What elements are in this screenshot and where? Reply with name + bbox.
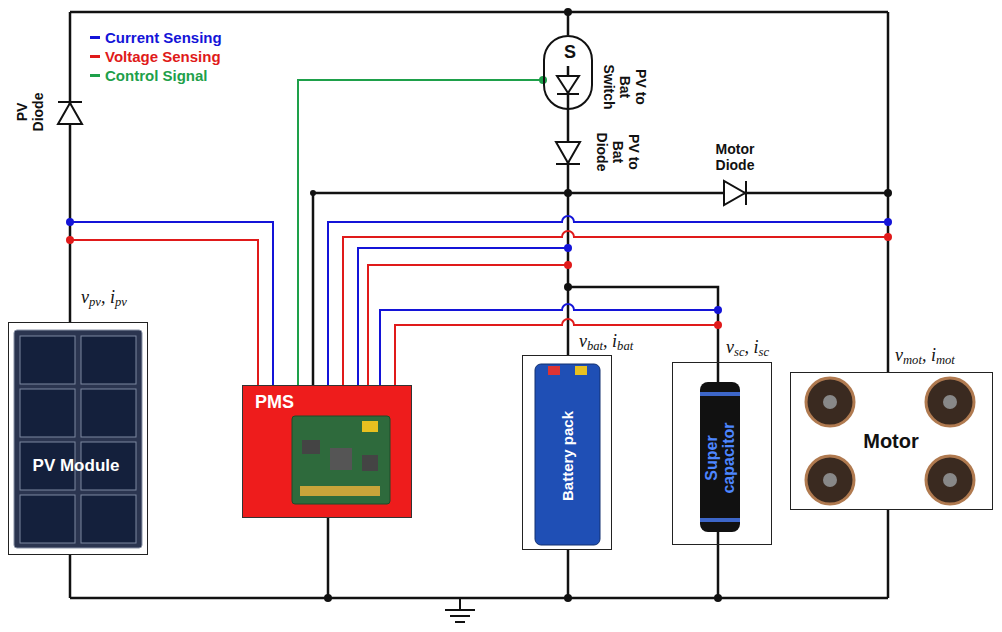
- motor-picture: [806, 456, 854, 504]
- pcb-connector: [362, 421, 378, 432]
- legend-swatch: [90, 36, 100, 39]
- measurement-label: vmot, imot: [895, 345, 955, 366]
- junction-dot: [310, 190, 316, 196]
- junction-dot: [324, 594, 332, 602]
- pms-name: PMS: [255, 392, 294, 413]
- legend-row: Voltage Sensing: [90, 47, 222, 66]
- battery-plug: [548, 366, 560, 375]
- junction-dot: [564, 594, 572, 602]
- motor-name: Motor: [856, 430, 926, 453]
- legend-row: Current Sensing: [90, 28, 222, 47]
- ground-symbol: [445, 598, 475, 622]
- pv-module-name: PV Module: [31, 456, 121, 476]
- current-sensing-wire: [70, 216, 888, 385]
- voltage-sense-dot: [884, 233, 892, 241]
- legend-swatch: [90, 55, 100, 58]
- motor-shaft: [823, 473, 837, 487]
- motor-pictures: [806, 378, 974, 504]
- diode-symbol: [556, 142, 580, 163]
- diode-bar: [557, 93, 579, 95]
- switch-letter: S: [564, 42, 576, 63]
- voltage-sense-dot: [714, 321, 722, 329]
- battery-name: Battery pack: [559, 371, 576, 541]
- pms-box: PMS: [242, 385, 412, 518]
- motor-shaft: [943, 473, 957, 487]
- junction-dot: [714, 594, 722, 602]
- voltage-sense-dot: [66, 236, 74, 244]
- motor-box: vmot, imotMotor: [790, 372, 993, 510]
- current-sense-dot: [714, 306, 722, 314]
- supercap-band: [700, 518, 740, 522]
- pcb-chip: [330, 448, 352, 470]
- diode-label: PV to Bat Diode: [594, 127, 642, 177]
- pcb-board: [292, 416, 390, 504]
- diode-bar: [556, 163, 580, 165]
- motor-shaft: [823, 395, 837, 409]
- power-wire: [70, 12, 888, 598]
- voltage-sense-dot: [564, 261, 572, 269]
- junction-dot: [564, 283, 572, 291]
- junction-dot: [884, 189, 892, 197]
- pv-cell: [20, 389, 75, 437]
- current-sense-dot: [884, 218, 892, 226]
- pv-cell: [20, 495, 75, 543]
- battery-box: vbat, ibatBattery pack: [522, 355, 612, 550]
- pv-module-box: vpv, ipvPV Module: [8, 322, 148, 555]
- motor-picture: [926, 378, 974, 426]
- switch-diode-symbol: [557, 76, 579, 93]
- control-signal-group: [298, 76, 547, 385]
- switch-box: SPV to Bat Switch: [543, 35, 593, 110]
- pv-cell: [20, 336, 75, 384]
- diode-symbol: [58, 103, 82, 124]
- legend-row: Control Signal: [90, 66, 222, 85]
- measurement-label: vpv, ipv: [81, 287, 127, 308]
- battery-picture: [535, 364, 600, 545]
- battery-body: [535, 364, 600, 545]
- diode-symbol: [724, 181, 745, 205]
- pcb-chip: [302, 440, 320, 454]
- pcb-chip: [362, 455, 378, 471]
- supercap-band: [700, 392, 740, 396]
- legend-swatch: [90, 74, 100, 77]
- pv-cell: [81, 495, 136, 543]
- motor-shaft: [943, 395, 957, 409]
- switch-label: PV to Bat Switch: [601, 62, 649, 112]
- measurement-label: vbat, ibat: [579, 331, 633, 352]
- pms-picture: [242, 385, 412, 518]
- pms-fill: [242, 385, 412, 518]
- battery-plug: [575, 366, 587, 375]
- current-sense-dot: [564, 244, 572, 252]
- legend-text: Voltage Sensing: [105, 48, 221, 65]
- supercap-box: vsc, iscSuper capacitor: [672, 362, 772, 545]
- control-signal-wire: [298, 80, 543, 385]
- junction-dot: [564, 189, 572, 197]
- diode-bar: [745, 181, 747, 205]
- measurement-label: vsc, isc: [726, 337, 769, 358]
- motor-picture: [926, 456, 974, 504]
- diode-label: PV Diode: [14, 86, 46, 138]
- legend-text: Current Sensing: [105, 29, 222, 46]
- junction-dot: [564, 8, 572, 16]
- pcb-header: [300, 486, 380, 496]
- supercap-picture: [700, 382, 740, 532]
- pv-cell: [81, 336, 136, 384]
- pv-cell: [81, 389, 136, 437]
- legend: Current SensingVoltage SensingControl Si…: [90, 28, 222, 85]
- supercap-name: Super capacitor: [704, 408, 738, 508]
- pv-panel-frame: [14, 330, 142, 548]
- diode-bar: [58, 101, 82, 103]
- legend-text: Control Signal: [105, 67, 208, 84]
- pv-panel-picture: [14, 330, 142, 548]
- motor-picture: [806, 378, 854, 426]
- supercap-body: [700, 382, 740, 532]
- diode-label: Motor Diode: [705, 141, 765, 173]
- current-sense-dot: [66, 218, 74, 226]
